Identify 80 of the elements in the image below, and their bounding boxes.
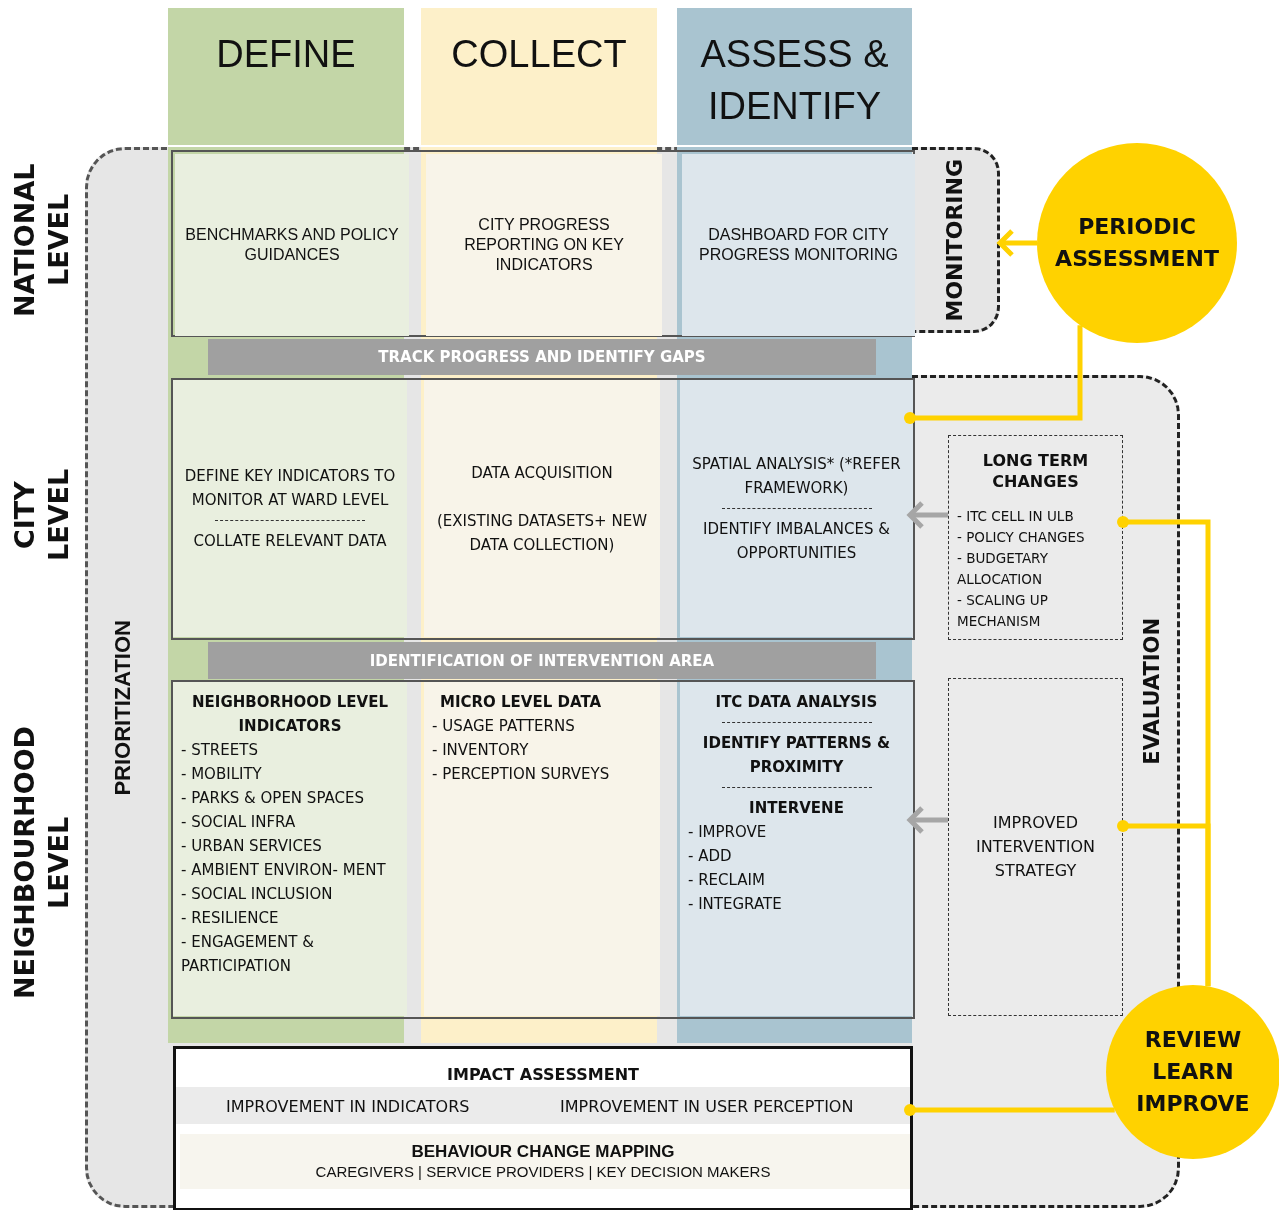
matrix-cell	[426, 154, 662, 336]
list-item: - RESILIENCE	[181, 908, 280, 929]
arrow	[907, 805, 948, 835]
cell-text: CITY PROGRESS REPORTING ON KEY INDICATORS	[463, 215, 625, 275]
row-label: NEIGHBOURHOOD LEVEL	[8, 725, 75, 1001]
rotated-label: EVALUATION	[1140, 618, 1164, 765]
box-text: IMPROVED INTERVENTION STRATEGY	[975, 812, 1096, 882]
row-frame	[171, 150, 915, 337]
matrix-cell	[173, 682, 407, 1016]
cell-text: SPATIAL ANALYSIS* (*REFER FRAMEWORK)	[691, 454, 902, 499]
dashed-box	[948, 435, 1123, 640]
cell-heading: NEIGHBORHOOD LEVEL INDICATORS	[191, 692, 389, 737]
matrix-cell	[173, 380, 407, 637]
list-item: - POLICY CHANGES	[957, 528, 1086, 547]
matrix-cell	[424, 682, 660, 1016]
list-item: - ADD	[688, 846, 733, 867]
panel-text: IMPROVEMENT IN USER PERCEPTION	[560, 1097, 854, 1116]
panel-heading: IMPACT ASSESSMENT	[446, 1065, 640, 1084]
column-header	[677, 8, 912, 145]
cell-text: DEFINE KEY INDICATORS TO MONITOR AT WARD LEVEL	[183, 466, 397, 511]
column-header	[168, 8, 404, 145]
list-item: - RECLAIM	[688, 870, 766, 891]
cell-text: COLLATE RELEVANT DATA	[193, 531, 387, 552]
band-text: IDENTIFICATION OF INTERVENTION AREA	[369, 651, 715, 670]
gap-band	[208, 642, 876, 679]
rotated-label: PRIORITIZATION	[110, 620, 136, 796]
cell-heading: INTERVENE	[748, 798, 845, 819]
list-item: - BUDGETARY ALLOCATION	[957, 549, 1049, 589]
list-item: - URBAN SERVICES	[181, 836, 323, 857]
cell-text: BENCHMARKS AND POLICY GUIDANCES	[185, 225, 399, 265]
list-item: - STREETS	[181, 740, 259, 761]
column-title: DEFINE	[216, 32, 356, 77]
circle-text: PERIODIC ASSESSMENT	[1055, 213, 1219, 273]
panel-text: CAREGIVERS | SERVICE PROVIDERS | KEY DECISION MAKERS	[314, 1163, 772, 1180]
cell-heading: IDENTIFY PATTERNS & PROXIMITY	[701, 733, 892, 778]
cell-text: (EXISTING DATASETS+ NEW DATA COLLECTION)	[436, 510, 648, 556]
connector-line	[904, 325, 1083, 424]
prioritization-panel	[85, 147, 912, 1208]
panel-text: IMPROVEMENT IN INDICATORS	[226, 1097, 470, 1116]
list-item: - PARKS & OPEN SPACES	[181, 788, 365, 809]
dashed-box	[948, 678, 1123, 1016]
list-item: - INVENTORY	[432, 740, 530, 761]
panel-heading: BEHAVIOUR CHANGE MAPPING	[410, 1142, 676, 1162]
row-label: CITY LEVEL	[8, 467, 75, 564]
column-title: ASSESS & IDENTIFY	[699, 32, 890, 129]
connector-line	[1117, 820, 1211, 987]
band-text: TRACK PROGRESS AND IDENTIFY GAPS	[378, 348, 706, 366]
cell-text: DASHBOARD FOR CITY PROGRESS MONITORING	[698, 225, 899, 265]
list-item: - ITC CELL IN ULB	[957, 507, 1075, 526]
column-title: COLLECT	[451, 32, 627, 77]
list-item: - PERCEPTION SURVEYS	[432, 764, 611, 785]
box-heading: LONG TERM CHANGES	[981, 450, 1090, 492]
impact-panel	[173, 1046, 913, 1210]
matrix-cell	[682, 154, 915, 336]
cell-text: IDENTIFY IMBALANCES & OPPORTUNITIES	[702, 519, 891, 564]
cell-text: DATA ACQUISITION	[471, 462, 613, 484]
arrow	[997, 228, 1037, 258]
circle-text: REVIEW LEARN IMPROVE	[1135, 1026, 1251, 1118]
list-item: - IMPROVE	[688, 822, 768, 843]
list-item: - ENGAGEMENT & PARTICIPATION	[181, 932, 315, 977]
row-label: NATIONAL LEVEL	[8, 162, 75, 319]
cell-heading: MICRO LEVEL DATA	[439, 692, 603, 713]
matrix-cell	[680, 682, 913, 1016]
list-item: - INTEGRATE	[688, 894, 783, 915]
list-item: - AMBIENT ENVIRON- MENT	[181, 860, 387, 881]
matrix-cell	[175, 154, 409, 336]
list-item: - SOCIAL INFRA	[181, 812, 297, 833]
gap-band	[208, 339, 876, 375]
list-item: - SOCIAL INCLUSION	[181, 884, 334, 905]
connector-line	[904, 1104, 1115, 1116]
monitoring-panel	[912, 147, 1000, 333]
matrix-cell	[424, 380, 660, 637]
list-item: - MOBILITY	[181, 764, 263, 785]
list-item: - USAGE PATTERNS	[432, 716, 576, 737]
arrow	[907, 500, 948, 530]
cell-heading: ITC DATA ANALYSIS	[714, 692, 879, 713]
rotated-label: MONITORING	[942, 158, 967, 322]
matrix-cell	[680, 380, 913, 637]
list-item: - SCALING UP MECHANISM	[957, 591, 1049, 631]
column-header	[421, 8, 657, 145]
